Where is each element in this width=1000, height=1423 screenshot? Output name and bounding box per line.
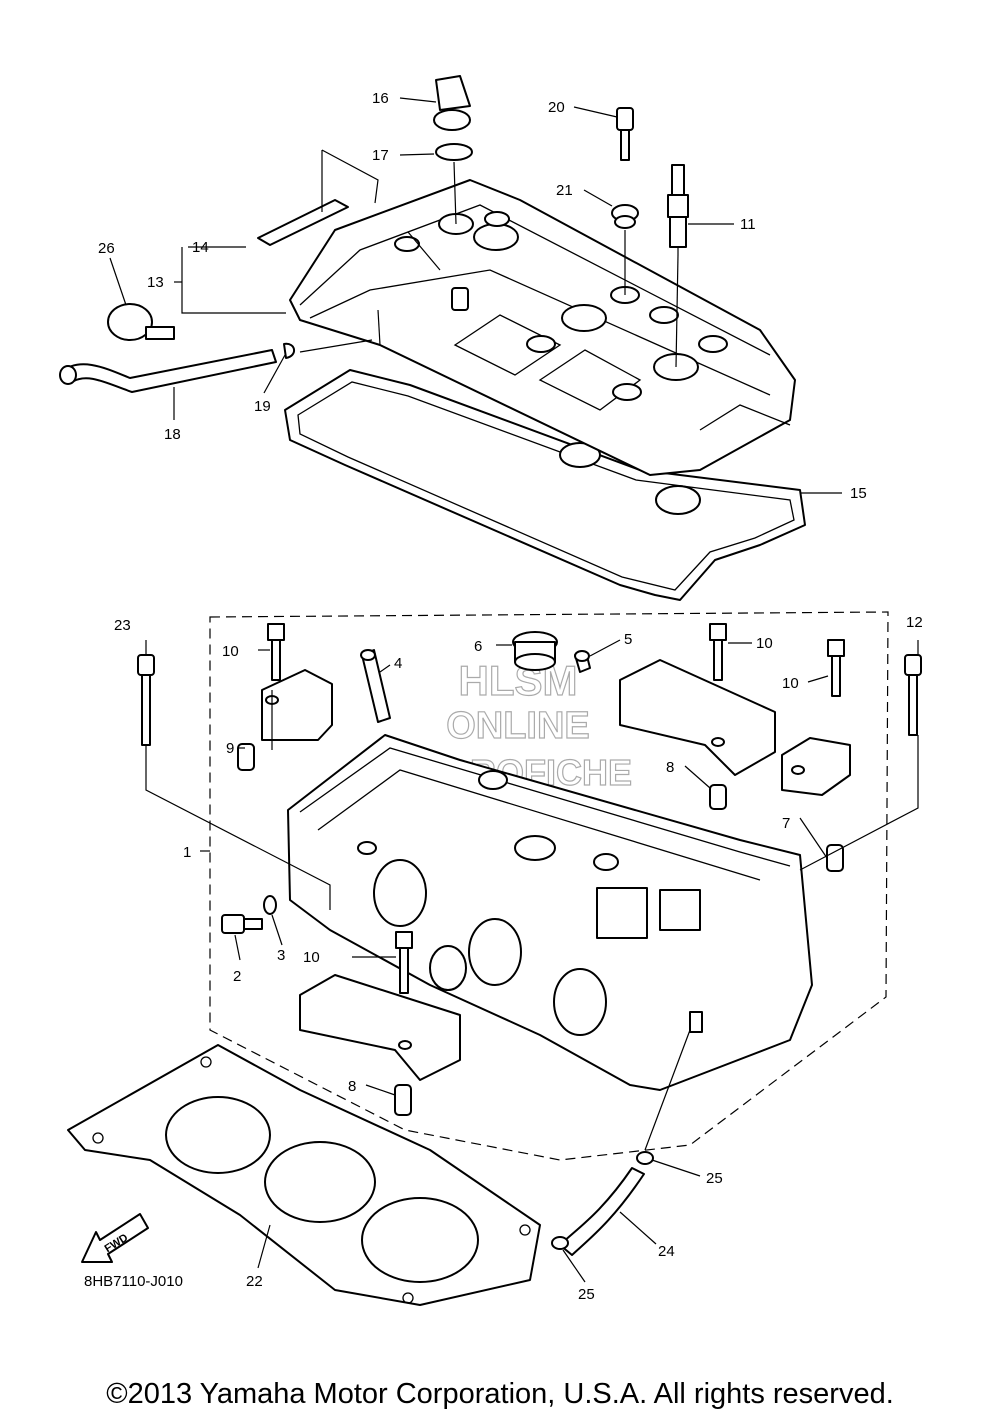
camshaft-cap-right xyxy=(781,737,851,796)
callout-25-upper: 25 xyxy=(706,1170,723,1187)
guide-pipe-4 xyxy=(360,649,391,723)
callout-5: 5 xyxy=(624,631,632,648)
callout-18: 18 xyxy=(164,426,181,443)
callout-20: 20 xyxy=(548,99,565,116)
fitting-5 xyxy=(574,650,591,673)
leader-lines xyxy=(109,97,919,1283)
hose-clip-upper xyxy=(636,1151,654,1165)
spark-plug xyxy=(667,164,689,255)
plug-6 xyxy=(512,631,558,671)
callout-10-right: 10 xyxy=(782,675,799,692)
callout-9: 9 xyxy=(226,740,234,757)
washer-3 xyxy=(263,895,277,915)
watermark-line-2: ONLINE xyxy=(446,705,590,747)
head-cover-gasket xyxy=(284,369,806,601)
callout-10-upper-right: 10 xyxy=(756,635,773,652)
callout-17: 17 xyxy=(372,147,389,164)
callout-4: 4 xyxy=(394,655,402,672)
cap-bolt-upper-left xyxy=(267,623,285,681)
grommet xyxy=(611,204,639,229)
hose-clamp xyxy=(107,303,175,341)
callout-25-lower: 25 xyxy=(578,1286,595,1303)
callout-13: 13 xyxy=(147,274,164,291)
oil-filler-cap xyxy=(433,75,471,131)
dowel-pin-8-lower xyxy=(394,1084,412,1116)
callout-26: 26 xyxy=(98,240,115,257)
head-bolt-23 xyxy=(137,654,155,746)
callout-19: 19 xyxy=(254,398,271,415)
water-hose xyxy=(559,1167,645,1256)
callout-labels: 16 17 20 21 11 14 13 26 18 19 15 23 12 1… xyxy=(98,90,923,1303)
callout-3: 3 xyxy=(277,947,285,964)
intake-port-1 xyxy=(373,859,427,927)
callout-10-upper-left: 10 xyxy=(222,643,239,660)
callout-23: 23 xyxy=(114,617,131,634)
copyright-notice: ©2013 Yamaha Motor Corporation, U.S.A. A… xyxy=(106,1378,894,1410)
callout-21: 21 xyxy=(556,182,573,199)
callout-7: 7 xyxy=(782,815,790,832)
callout-12: 12 xyxy=(906,614,923,631)
callout-16: 16 xyxy=(372,90,389,107)
callout-2: 2 xyxy=(233,968,241,985)
clip xyxy=(283,342,295,359)
dowel-pin-8-upper xyxy=(709,784,727,810)
callout-22: 22 xyxy=(246,1273,263,1290)
fwd-arrow: FWD xyxy=(81,1213,149,1263)
callout-8-upper: 8 xyxy=(666,759,674,776)
cap-bolt-right xyxy=(827,639,845,697)
hose-clip-lower xyxy=(551,1236,569,1250)
cylinder-head xyxy=(287,734,813,1091)
head-bolt-12 xyxy=(904,654,922,736)
camshaft-cap-lower xyxy=(299,974,461,1081)
intake-port-2 xyxy=(468,918,522,986)
dowel-pin-9 xyxy=(237,743,255,771)
camshaft-cap-right-upper xyxy=(619,659,776,776)
o-ring xyxy=(435,143,473,161)
callout-8-lower: 8 xyxy=(348,1078,356,1095)
bolt-2 xyxy=(221,914,263,934)
cap-bolt-upper-right xyxy=(709,623,727,681)
callout-24: 24 xyxy=(658,1243,675,1260)
diagram-code: 8HB7110-J010 xyxy=(84,1273,183,1290)
callout-1: 1 xyxy=(183,844,191,861)
assembly-boundary xyxy=(209,611,889,1161)
callout-14: 14 xyxy=(192,239,209,256)
cap-bolt-lower xyxy=(395,931,413,994)
callout-15: 15 xyxy=(850,485,867,502)
head-cover xyxy=(289,179,796,476)
cover-plate xyxy=(257,199,349,246)
callout-11: 11 xyxy=(740,216,756,233)
callout-10-lower: 10 xyxy=(303,949,320,966)
cover-bolt xyxy=(616,107,634,161)
cylinder-head-gasket xyxy=(67,1044,541,1306)
intake-port-3 xyxy=(553,968,607,1036)
callout-6: 6 xyxy=(474,638,482,655)
breather-hose xyxy=(59,349,277,393)
